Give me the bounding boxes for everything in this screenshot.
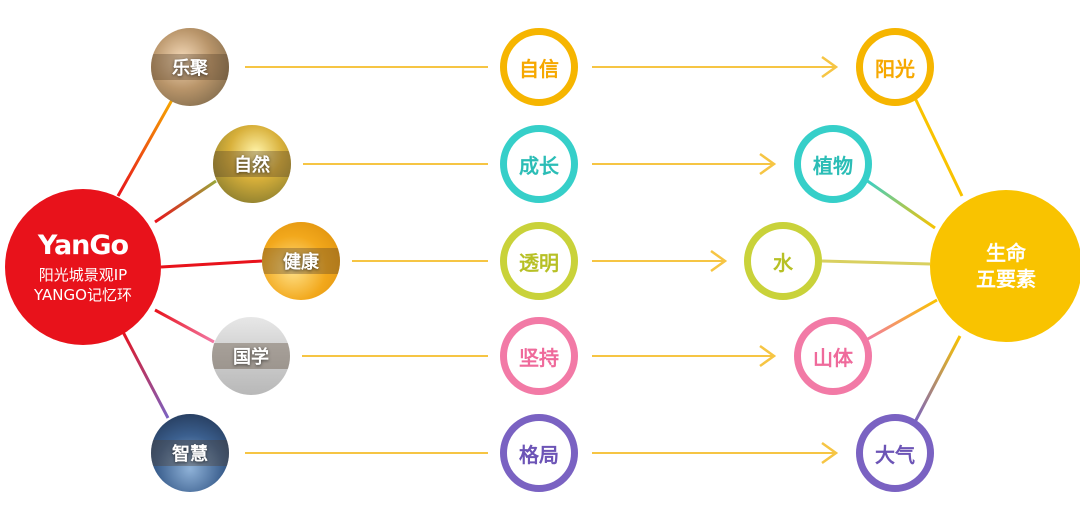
theme-circle-guoxue: 国学 bbox=[212, 317, 290, 395]
right-hub-line-2: 五要素 bbox=[976, 267, 1036, 291]
value-circle-geju: 格局 bbox=[500, 414, 578, 492]
element-label: 水 bbox=[773, 250, 793, 275]
calligraphy-photo-icon bbox=[212, 343, 290, 369]
element-label: 阳光 bbox=[875, 56, 915, 81]
element-circle-shanti: 山体 bbox=[794, 317, 872, 395]
element-circle-zhiwu: 植物 bbox=[794, 125, 872, 203]
right-hub-line-1: 生命 bbox=[986, 241, 1026, 265]
orange-photo-icon bbox=[262, 248, 340, 274]
value-label: 成长 bbox=[519, 153, 559, 178]
theme-circle-leju: 乐聚 bbox=[151, 28, 229, 106]
value-label: 坚持 bbox=[519, 345, 559, 370]
theme-label: 自然 bbox=[234, 155, 270, 176]
hub-line-1: 阳光城景观IP bbox=[38, 265, 128, 284]
yango-hub-circle: YanGo 阳光城景观IP YANGO记忆环 bbox=[5, 189, 161, 345]
element-circle-yangguang: 阳光 bbox=[856, 28, 934, 106]
family-photo-icon bbox=[151, 54, 229, 80]
element-label: 山体 bbox=[813, 345, 853, 370]
forest-photo-icon bbox=[213, 151, 291, 177]
value-label: 自信 bbox=[519, 56, 559, 81]
hub-line-2: YANGO记忆环 bbox=[34, 285, 132, 304]
value-circle-zixin: 自信 bbox=[500, 28, 578, 106]
yango-logo: YanGo bbox=[37, 229, 129, 261]
value-circle-chengzhang: 成长 bbox=[500, 125, 578, 203]
theme-label: 健康 bbox=[283, 252, 319, 273]
element-label: 大气 bbox=[875, 442, 915, 467]
life-elements-hub-circle: 生命 五要素 bbox=[930, 190, 1080, 342]
theme-circle-jiankang: 健康 bbox=[262, 222, 340, 300]
value-label: 格局 bbox=[519, 442, 559, 467]
theme-circle-ziran: 自然 bbox=[213, 125, 291, 203]
value-circle-touming: 透明 bbox=[500, 222, 578, 300]
element-circle-daqi: 大气 bbox=[856, 414, 934, 492]
city-photo-icon bbox=[151, 440, 229, 466]
value-label: 透明 bbox=[519, 250, 559, 275]
theme-label: 智慧 bbox=[172, 444, 208, 465]
theme-label: 国学 bbox=[233, 347, 269, 368]
value-circle-jianchi: 坚持 bbox=[500, 317, 578, 395]
theme-circle-zhihui: 智慧 bbox=[151, 414, 229, 492]
theme-label: 乐聚 bbox=[172, 58, 208, 79]
element-circle-shui: 水 bbox=[744, 222, 822, 300]
element-label: 植物 bbox=[813, 153, 853, 178]
